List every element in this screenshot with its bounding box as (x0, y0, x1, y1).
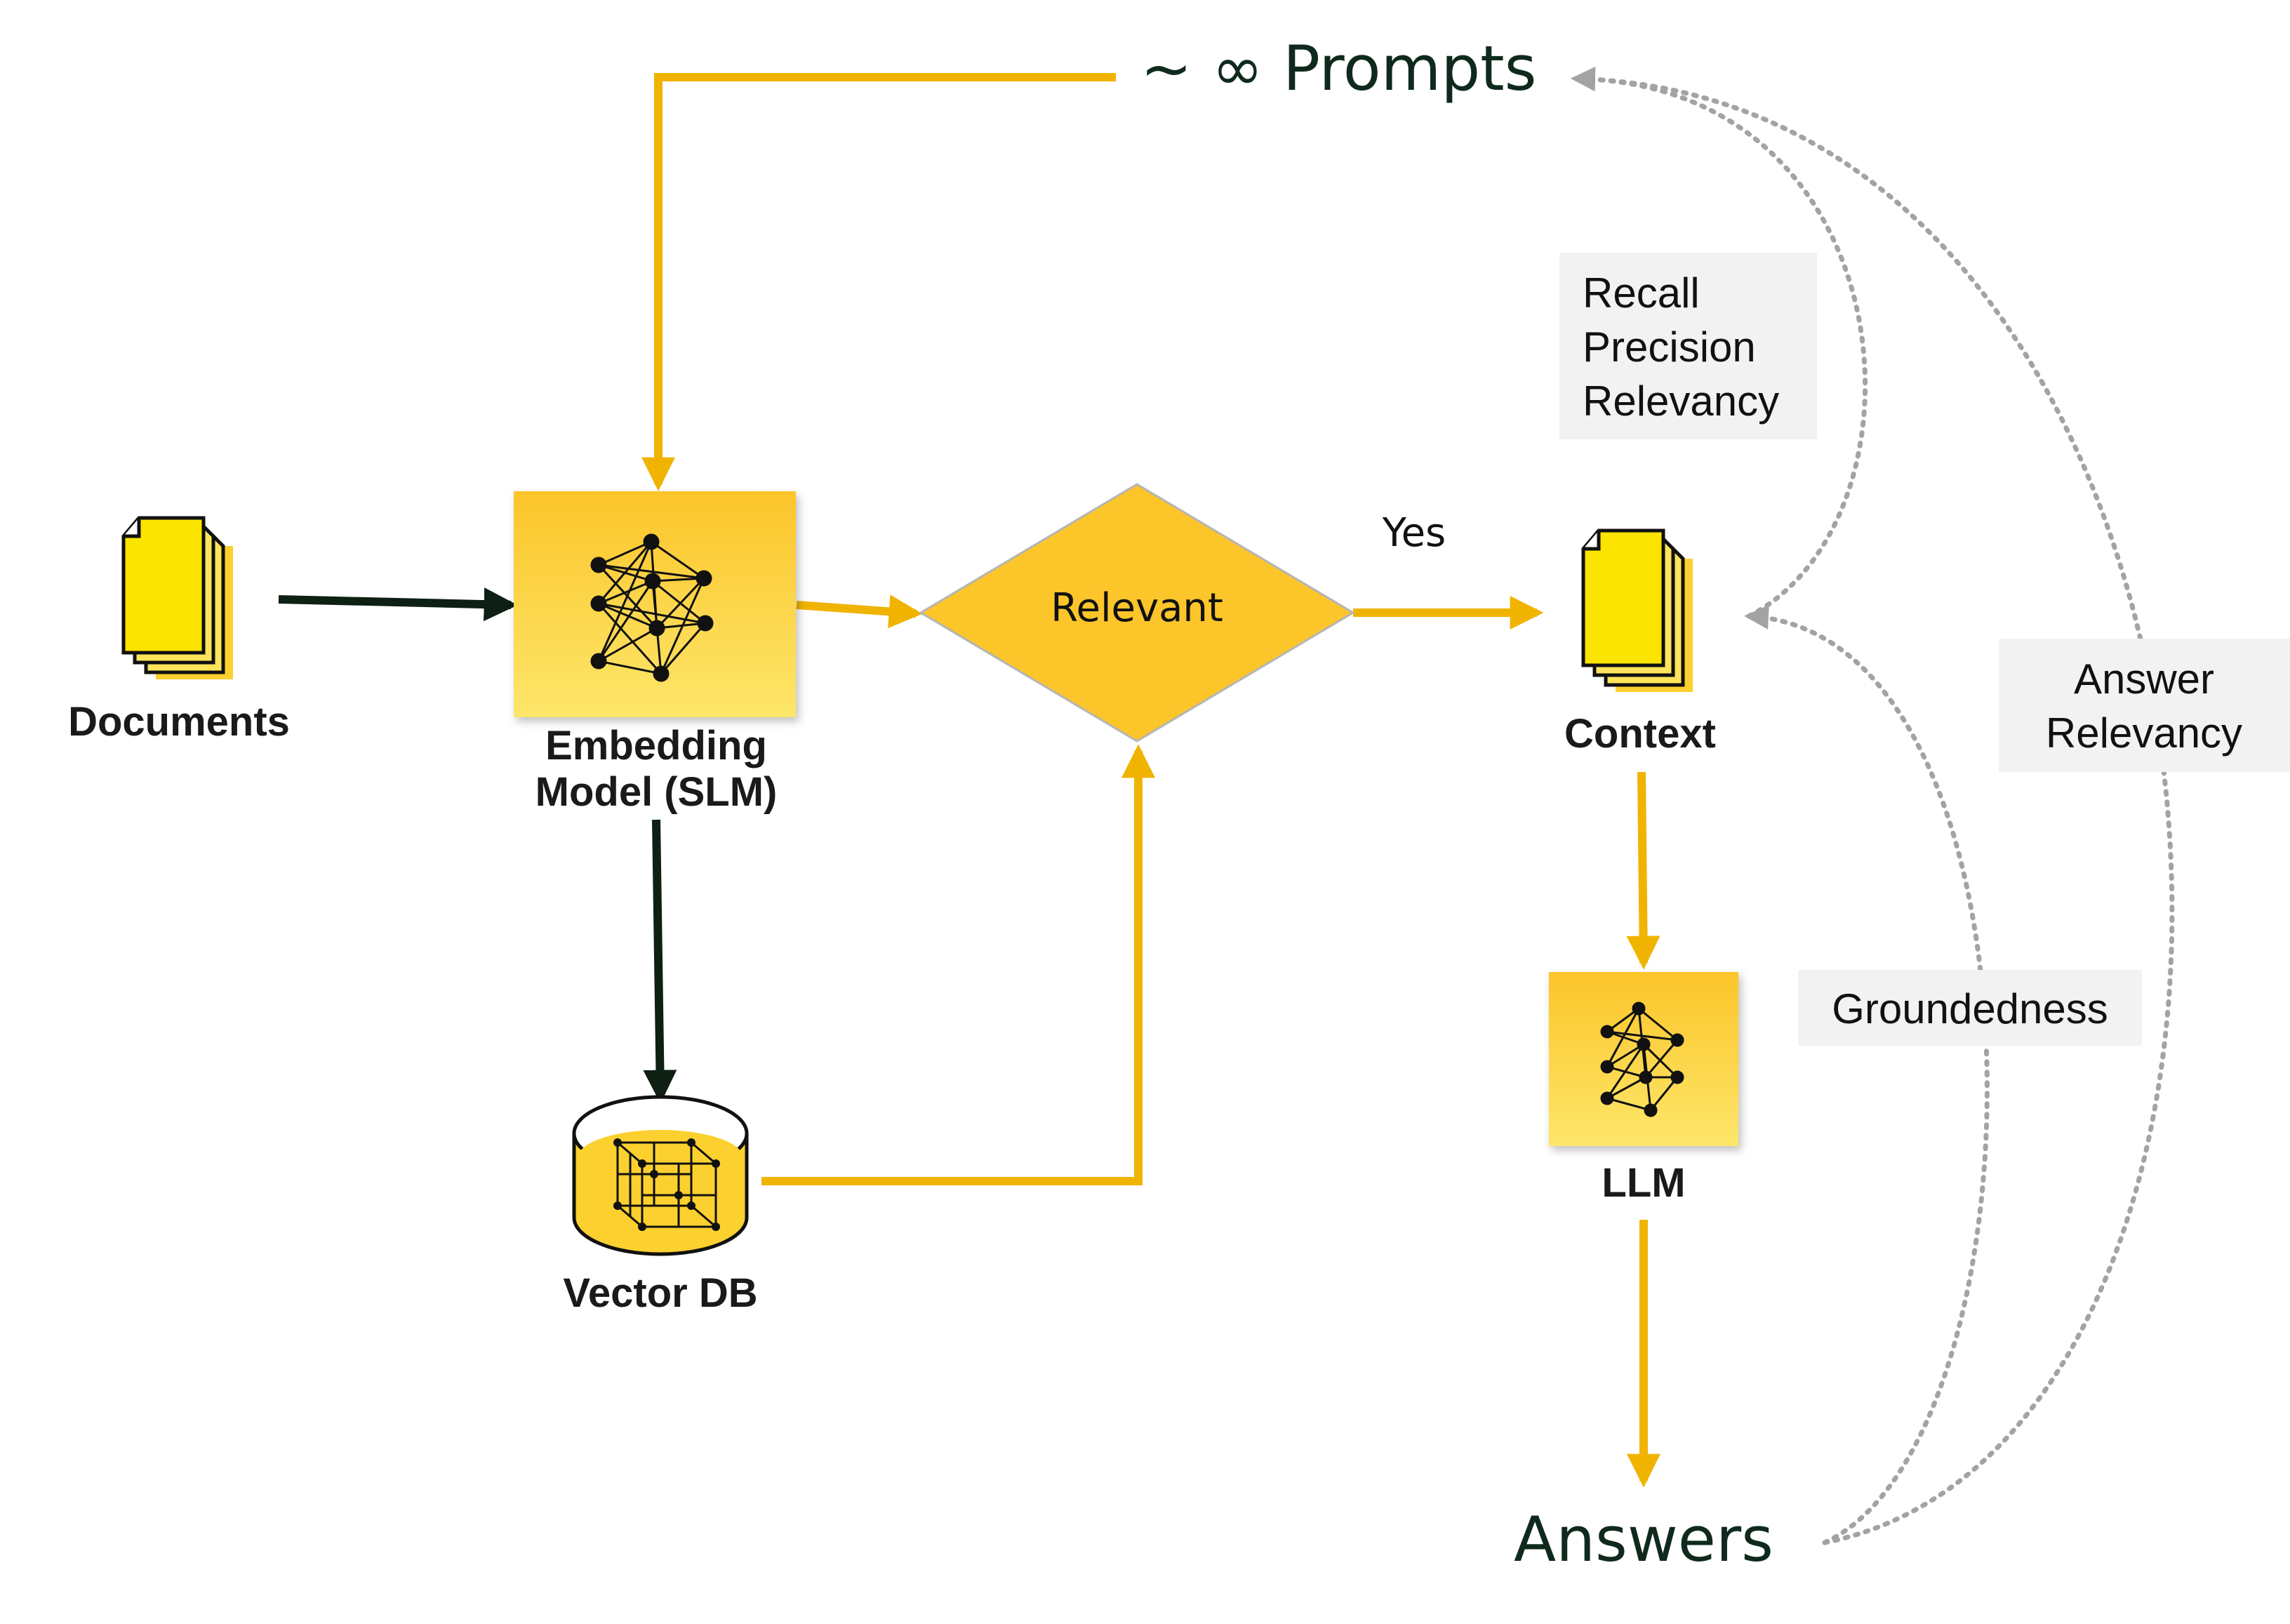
metric-answer-relevancy-line2: Relevancy (2046, 710, 2242, 757)
llm-node: LLM (1549, 972, 1738, 1206)
arrow-prompts-to-embedding (641, 73, 1116, 491)
metric-relevancy: Relevancy (1583, 378, 1779, 425)
context-metrics-box: Recall Precision Relevancy (1559, 253, 1817, 439)
llm-label: LLM (1602, 1160, 1685, 1206)
vector-db-node: Vector DB (563, 1095, 758, 1316)
prompts-label: ~ ∞ Prompts (1140, 32, 1537, 105)
context-metrics-bg (1559, 253, 1817, 439)
neural-network-icon (1600, 1001, 1684, 1117)
relevant-decision: Relevant (919, 483, 1355, 743)
flow-arrows (641, 73, 1660, 1488)
context-node: Context (1564, 528, 1716, 757)
answers-label: Answers (1514, 1503, 1773, 1576)
metric-precision: Precision (1583, 324, 1756, 371)
ingest-arrows (278, 587, 677, 1104)
embedding-model-node: Embedding Model (SLM) (514, 491, 796, 815)
relevant-label: Relevant (1051, 585, 1223, 631)
relevant-diamond (919, 483, 1355, 743)
arrow-vectordb-to-relevant (761, 744, 1155, 1185)
document-stack-icon (1581, 528, 1693, 692)
metric-recall: Recall (1583, 269, 1700, 317)
document-stack-icon (121, 516, 233, 679)
evaluation-curves (1571, 67, 2175, 1545)
arrow-documents-to-embedding (278, 587, 518, 622)
arrow-embedding-to-relevant (796, 594, 923, 629)
arrow-embedding-to-vectordb (643, 819, 677, 1104)
documents-node: Documents (68, 516, 290, 745)
arrow-context-to-llm (1626, 771, 1660, 970)
embedding-label-line1: Embedding (545, 723, 767, 768)
groundedness-bg (1798, 970, 2142, 1046)
curve-context-to-prompts (1571, 67, 1868, 619)
embedding-label-line2: Model (SLM) (535, 769, 778, 815)
curve-answers-to-prompts (1571, 67, 2175, 1545)
context-label: Context (1564, 711, 1716, 757)
neural-network-icon (590, 533, 714, 682)
metric-groundedness: Groundedness (1832, 985, 2108, 1032)
groundedness-box: Groundedness (1798, 970, 2142, 1046)
vector-db-label: Vector DB (563, 1270, 757, 1316)
answer-relevancy-bg (1999, 639, 2290, 772)
yes-label: Yes (1382, 510, 1446, 556)
database-icon (572, 1095, 749, 1256)
answer-relevancy-box: Answer Relevancy (1999, 639, 2290, 772)
curve-answers-to-context (1744, 605, 1990, 1545)
documents-label: Documents (68, 699, 290, 745)
metric-answer-relevancy-line1: Answer (2074, 655, 2214, 703)
